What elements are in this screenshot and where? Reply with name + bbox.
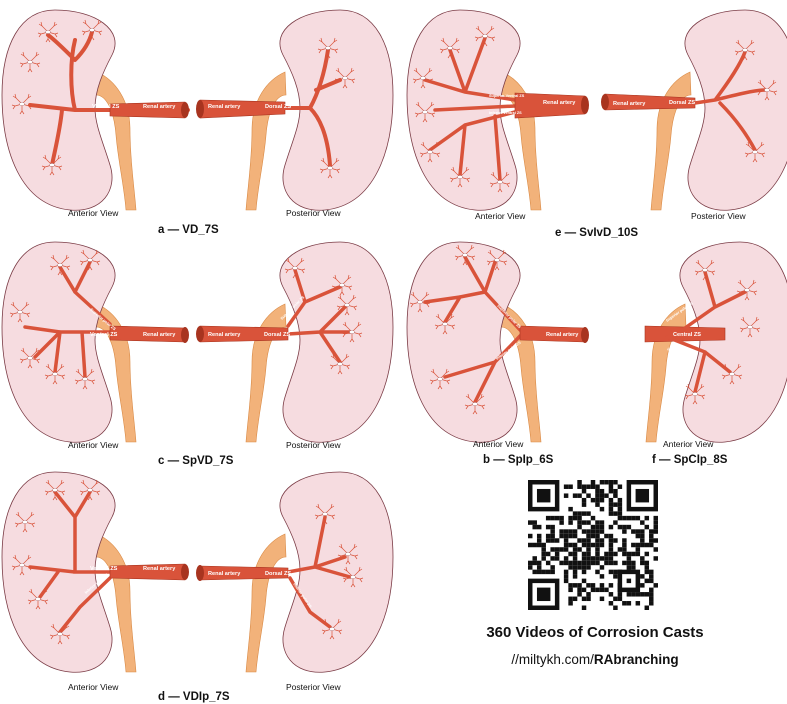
central-zs-label: Central ZS xyxy=(673,332,701,338)
ureter xyxy=(245,71,287,211)
artery-tree xyxy=(665,270,747,394)
artery-tree xyxy=(286,268,352,364)
artery-tree xyxy=(693,50,767,152)
promo-url-prefix: //miltykh.com/ xyxy=(511,652,594,667)
dorsal-zs-label: Dorsal ZS xyxy=(265,104,291,110)
renal-artery-label: Renal artery xyxy=(208,332,241,338)
renal-artery-label: Renal artery xyxy=(143,566,176,572)
panel-b: Renal artery Superior polar ZS Inferior … xyxy=(406,241,787,466)
renal-artery-label: Renal artery xyxy=(143,332,176,338)
posterior-view-label: Posterior View xyxy=(691,211,747,221)
inferior-polar-zs-label: Inferior polar ZS xyxy=(667,347,696,361)
panel-caption: b — SpIp_6S xyxy=(483,454,554,466)
panel-c: Renal artery Ventral ZS Superior polar Z… xyxy=(1,241,394,467)
posterior-view-label: Posterior View xyxy=(286,682,342,692)
dorsal-zs-label: Dorsal ZS xyxy=(669,100,695,106)
promo-title: 360 Videos of Corrosion Casts xyxy=(486,624,704,641)
panel-caption: e — SvIvD_10S xyxy=(555,227,638,239)
ureter xyxy=(645,303,687,443)
ureter xyxy=(245,533,287,673)
ureter xyxy=(650,71,692,211)
anterior-view-label: Anterior View xyxy=(663,439,714,449)
ureter xyxy=(245,303,287,443)
renal-artery-trunk xyxy=(644,325,726,343)
anterior-view-label: Anterior View xyxy=(68,682,119,692)
panel-caption: f — SpCIp_8S xyxy=(652,454,728,466)
panel-caption: d — VDIp_7S xyxy=(158,691,230,703)
renal-artery-label: Renal artery xyxy=(543,100,576,106)
anterior-view-label: Anterior View xyxy=(475,211,526,221)
ventral-zs-label: Ventral ZS xyxy=(92,104,120,110)
superior-ventral-zs-label: Superior Ventral ZS xyxy=(489,94,525,98)
renal-artery-label: Renal artery xyxy=(546,332,579,338)
posterior-view-label: Posterior View xyxy=(286,440,342,450)
promo-url-bold: RAbranching xyxy=(593,652,679,667)
artery-tree xyxy=(286,515,352,629)
panel-caption: c — SpVD_7S xyxy=(158,455,234,467)
ventral-zs-label: Ventral ZS xyxy=(90,566,118,572)
panel-caption: a — VD_7S xyxy=(158,224,219,236)
inferior-ventral-zs-label: Inferior Ventral ZS xyxy=(489,111,522,115)
panel-e: Renal artery Superior Ventral ZS Inferio… xyxy=(406,9,787,239)
artery-tree xyxy=(28,490,112,634)
renal-artery-label: Renal artery xyxy=(208,571,241,577)
kidney-posterior xyxy=(679,241,787,443)
posterior-view-label: Posterior View xyxy=(286,208,342,218)
qr-code[interactable] xyxy=(525,480,661,610)
anterior-view-label: Anterior View xyxy=(68,208,119,218)
promo-url[interactable]: //miltykh.com/RAbranching xyxy=(470,652,720,667)
renal-artery-label: Renal artery xyxy=(613,101,646,107)
anterior-view-label: Anterior View xyxy=(68,440,119,450)
ventral-zs-label: Ventral ZS xyxy=(90,332,118,338)
artery-tree xyxy=(423,36,517,182)
anterior-view-label: Anterior View xyxy=(473,439,524,449)
kidney-anterior xyxy=(406,241,521,443)
renal-artery-label: Renal artery xyxy=(143,104,176,110)
kidney-posterior xyxy=(684,9,787,211)
dorsal-zs-label: Dorsal ZS xyxy=(264,332,290,338)
renal-artery-label: Renal artery xyxy=(208,104,241,110)
artery-tree xyxy=(23,260,112,379)
panel-a: Renal artery Ventral ZS Renal artery Dor… xyxy=(1,9,394,236)
artery-tree xyxy=(423,255,522,404)
dorsal-zs-label: Dorsal ZS xyxy=(265,571,291,577)
panel-d: Renal artery Ventral ZS Inferior polar Z… xyxy=(1,471,394,703)
